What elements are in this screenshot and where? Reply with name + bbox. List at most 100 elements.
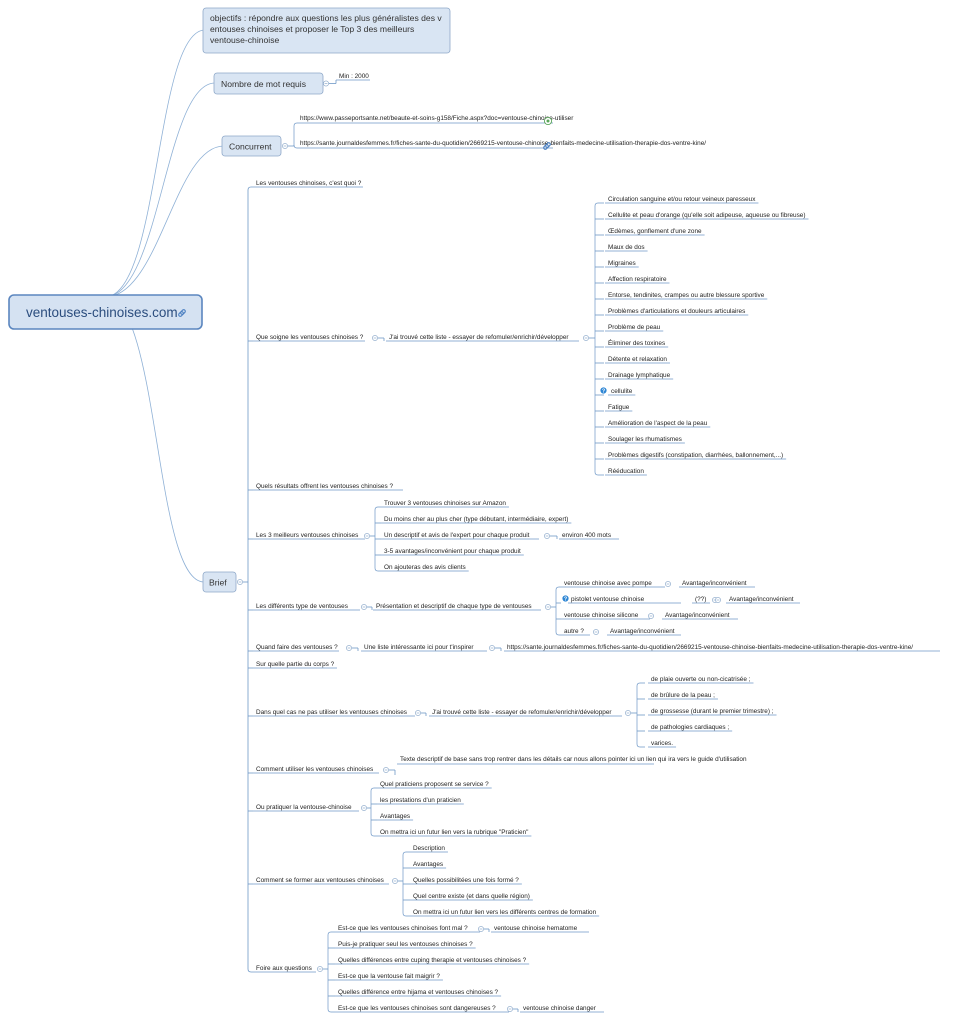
concurrent-url-1[interactable]: https://www.passeportsante.net/beaute-et…	[297, 115, 574, 124]
concurrent-url-1-comment-icon[interactable]	[543, 116, 553, 126]
quand-note[interactable]: Une liste intéressante ici pour t'inspir…	[361, 644, 487, 652]
types-item-1[interactable]: ventouse chinoise avec pompe	[561, 580, 665, 588]
branch-pratiquer-collapse-icon[interactable]	[361, 805, 367, 811]
branch-resultats[interactable]: Quels résultats offrent les ventouses ch…	[253, 483, 403, 491]
branch-types[interactable]: Les différents type de ventouses	[253, 603, 360, 611]
branch-pratiquer[interactable]: Ou pratiquer la ventouse-chinoise	[253, 804, 359, 812]
soigne-item-3[interactable]: Œdèmes, gonflement d'une zone	[605, 228, 705, 236]
branch-faq[interactable]: Foire aux questions	[253, 965, 316, 973]
soigne-item-1[interactable]: Circulation sanguine et/ou retour veineu…	[605, 196, 759, 204]
meilleurs-item-5[interactable]: On ajouteras des avis clients	[381, 564, 469, 572]
soigne-item-7[interactable]: Entorse, tendinites, crampes ou autre bl…	[605, 292, 768, 300]
faq-item-1-collapse-icon[interactable]	[478, 926, 484, 932]
pratiquer-item-2[interactable]: les prestations d'un praticien	[377, 797, 464, 805]
branch-quand-collapse-icon[interactable]	[346, 645, 352, 651]
former-item-5[interactable]: On mettra ici un futur lien vers les dif…	[410, 909, 600, 917]
branch-former[interactable]: Comment se former aux ventouses chinoise…	[253, 877, 389, 885]
pas-item-3[interactable]: de grossesse (durant le premier trimestr…	[648, 708, 777, 716]
types-item-1-avantage[interactable]: Avantage/inconvénient	[679, 580, 755, 588]
soigne-item-4[interactable]: Maux de dos	[605, 244, 648, 252]
meilleurs-item-3-collapse-icon[interactable]	[544, 533, 550, 539]
soigne-item-8[interactable]: Problèmes d'articulations et douleurs ar…	[605, 308, 749, 316]
soigne-item-13[interactable]: cellulite	[608, 388, 636, 396]
faq-item-1-keyword[interactable]: ventouse chinoise hematome	[491, 925, 589, 933]
branch-meilleurs-collapse-icon[interactable]	[364, 533, 370, 539]
brief-node[interactable]: Brief	[202, 571, 237, 593]
types-item-3-avantage[interactable]: Avantage/inconvénient	[662, 612, 738, 620]
soigne-item-17[interactable]: Problèmes digestifs (constipation, diarr…	[605, 452, 787, 460]
branch-utiliser-collapse-icon[interactable]	[383, 767, 389, 773]
faq-item-6-keyword[interactable]: ventouse chinoise danger	[520, 1005, 604, 1013]
quand-url[interactable]: https://sante.journaldesfemmes.fr/fiches…	[504, 644, 940, 652]
pratiquer-item-3[interactable]: Avantages	[377, 813, 414, 821]
concurrent-collapse-icon[interactable]	[282, 143, 288, 149]
concurrent-url-2[interactable]: https://sante.journaldesfemmes.fr/fiches…	[297, 140, 706, 149]
faq-item-2[interactable]: Puis-je pratiquer seul les ventouses chi…	[335, 941, 476, 949]
soigne-item-11[interactable]: Détente et relaxation	[605, 356, 670, 364]
branch-meilleurs[interactable]: Les 3 meilleurs ventouses chinoises	[253, 532, 365, 540]
pas-note-collapse-icon[interactable]	[625, 710, 631, 716]
nombre-mot-node[interactable]: Nombre de mot requis	[213, 72, 324, 95]
brief-collapse-icon[interactable]	[237, 579, 243, 585]
nombre-mot-collapse-icon[interactable]	[323, 80, 329, 87]
pratiquer-item-1[interactable]: Quel praticiens proposent se service ?	[377, 781, 492, 789]
branch-types-collapse-icon[interactable]	[361, 604, 367, 610]
meilleurs-item-4[interactable]: 3-5 avantages/inconvénient pour chaque p…	[381, 548, 524, 556]
branch-utiliser[interactable]: Comment utiliser les ventouses chinoises	[253, 766, 379, 774]
meilleurs-item-3[interactable]: Un descriptif et avis de l'expert pour c…	[381, 532, 539, 540]
soigne-item-14[interactable]: Fatigue	[605, 404, 633, 412]
pas-item-2[interactable]: de brûlure de la peau ;	[648, 692, 718, 700]
branch-quoi[interactable]: Les ventouses chinoises, c'est quoi ?	[253, 180, 363, 188]
branch-soigne[interactable]: Que soigne les ventouses chinoises ?	[253, 334, 365, 342]
meilleurs-words[interactable]: environ 400 mots	[559, 532, 619, 540]
types-note[interactable]: Présentation et descriptif de chaque typ…	[373, 603, 541, 611]
faq-item-6-collapse-icon[interactable]	[507, 1006, 513, 1012]
former-item-2[interactable]: Avantages	[410, 861, 447, 869]
meilleurs-item-1[interactable]: Trouver 3 ventouses chinoises sur Amazon	[381, 500, 509, 508]
root-link-icon[interactable]	[178, 309, 186, 317]
nombre-mot-value[interactable]: Min : 2000	[336, 73, 370, 81]
soigne-item-2[interactable]: Cellulite et peau d'orange (qu'elle soit…	[605, 212, 809, 220]
branch-faq-collapse-icon[interactable]	[317, 966, 323, 972]
soigne-item-16[interactable]: Soulager les rhumatismes	[605, 436, 685, 444]
soigne-item-6[interactable]: Affection respiratoire	[605, 276, 670, 284]
soigne-item-10[interactable]: Éliminer des toxines	[605, 338, 669, 348]
root-node[interactable]: ventouses-chinoises.com	[8, 294, 203, 330]
faq-item-5[interactable]: Quelles différence entre hijama et vento…	[335, 989, 502, 997]
branch-pas-collapse-icon[interactable]	[415, 710, 421, 716]
types-item-3-collapse-icon[interactable]	[648, 613, 654, 619]
types-item-2-avantage[interactable]: Avantage/inconvénient	[726, 596, 800, 604]
branch-soigne-collapse-icon[interactable]	[372, 335, 378, 341]
objectifs-node[interactable]: objectifs : répondre aux questions les p…	[202, 7, 451, 54]
pas-note[interactable]: J'ai trouvé cette liste - essayer de ref…	[429, 709, 622, 717]
soigne-item-18[interactable]: Rééducation	[605, 468, 647, 476]
soigne-item-15[interactable]: Amélioration de l'aspect de la peau	[605, 420, 711, 428]
types-item-4-collapse-icon[interactable]	[593, 629, 599, 635]
pratiquer-item-4[interactable]: On mettra ici un futur lien vers la rubr…	[377, 829, 532, 837]
types-item-1-collapse-icon[interactable]	[665, 581, 671, 587]
types-item-2[interactable]: pistolet ventouse chinoise	[568, 596, 681, 604]
types-item-2-qq[interactable]: (??)	[692, 596, 710, 604]
branch-pas[interactable]: Dans quel cas ne pas utiliser les ventou…	[253, 709, 415, 717]
former-item-4[interactable]: Quel centre existe (et dans quelle régio…	[410, 893, 533, 901]
types-item-3[interactable]: ventouse chinoise silicone	[561, 612, 650, 620]
faq-item-4[interactable]: Est-ce que la ventouse fait maigrir ?	[335, 973, 443, 981]
soigne-item-12[interactable]: Drainage lymphatique	[605, 372, 674, 380]
soigne-item-9[interactable]: Problème de peau	[605, 324, 664, 332]
types-item-2-qq-collapse-icon[interactable]	[715, 597, 721, 603]
branch-corps[interactable]: Sur quelle partie du corps ?	[253, 661, 337, 669]
pas-item-5[interactable]: varices.	[648, 740, 677, 748]
types-item-4-avantage[interactable]: Avantage/inconvénient	[607, 628, 681, 636]
soigne-item-5[interactable]: Migraines	[605, 260, 639, 268]
faq-item-6[interactable]: Est-ce que les ventouses chinoises sont …	[335, 1005, 509, 1013]
pas-item-1[interactable]: de plaie ouverte ou non-cicatrisée ;	[648, 676, 754, 684]
soigne-note-collapse-icon[interactable]	[583, 335, 589, 341]
quand-note-collapse-icon[interactable]	[489, 645, 495, 651]
concurrent-node[interactable]: Concurrent	[221, 135, 282, 157]
concurrent-url-2-link-icon[interactable]	[543, 142, 551, 150]
faq-item-3[interactable]: Quelles différences entre cuping therapi…	[335, 957, 530, 965]
soigne-note[interactable]: J'ai trouvé cette liste - essayer de ref…	[386, 334, 579, 342]
types-item-4[interactable]: autre ?	[561, 628, 590, 636]
types-note-collapse-icon[interactable]	[545, 604, 551, 610]
branch-quand[interactable]: Quand faire des ventouses ?	[253, 644, 339, 652]
